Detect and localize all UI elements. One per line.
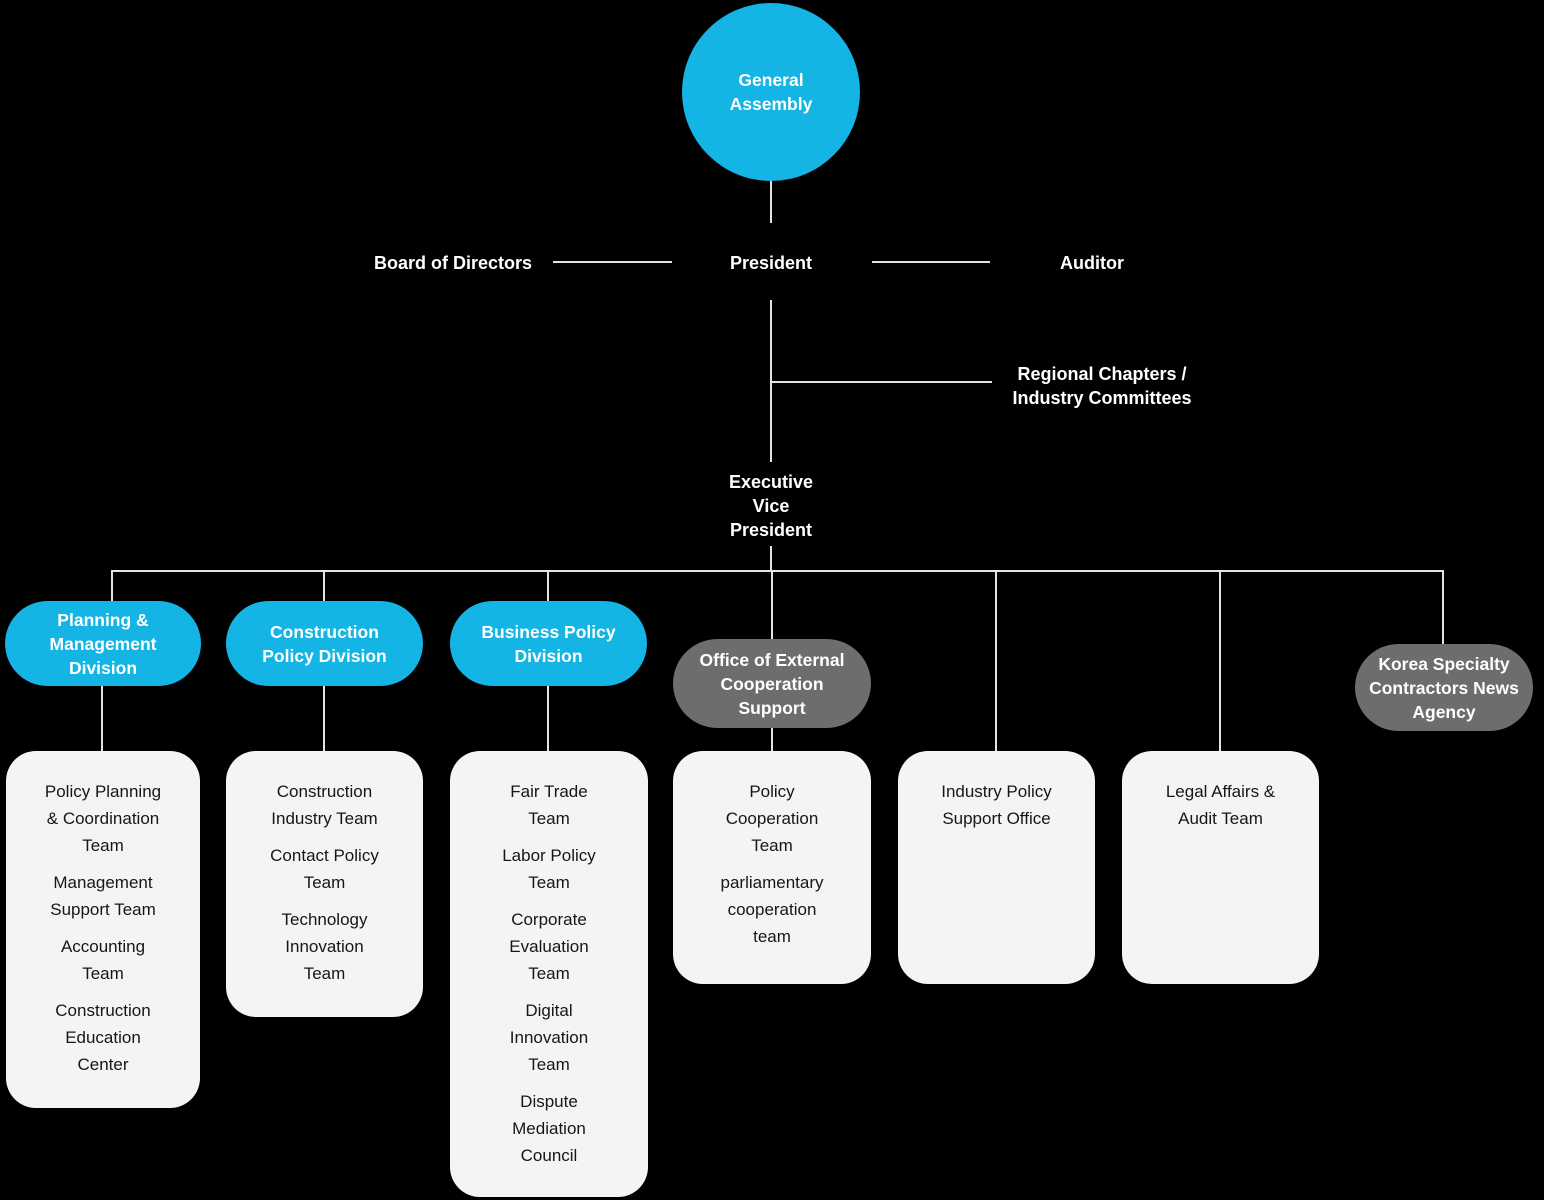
team-item: Management Support Team [50, 873, 156, 919]
pill-planning-management-division: Planning & Management Division [5, 601, 201, 686]
label-auditor: Auditor [1060, 253, 1124, 273]
pill-label: Planning & Management Division [49, 609, 157, 678]
drop-col-2 [323, 572, 325, 601]
team-item: Dispute Mediation Council [512, 1092, 586, 1165]
label-executive-vice-president: Executive Vice President [728, 472, 814, 540]
card-legal-affairs-audit-team: Legal Affairs & Audit Team [1122, 751, 1319, 984]
pill-label: Business Policy Division [481, 621, 616, 666]
drop-col-4 [771, 572, 773, 639]
card-industry-policy-support-office: Industry Policy Support Office [898, 751, 1095, 984]
team-item: parliamentary cooperation team [720, 873, 824, 946]
label-regional-chapters: Regional Chapters / Industry Committees [1012, 364, 1192, 408]
pill-office-external-cooperation: Office of External Cooperation Support [673, 639, 871, 728]
connector-assembly-president [770, 181, 772, 223]
connector-divisions-bus [111, 570, 1444, 572]
pill-construction-policy-division: Construction Policy Division [226, 601, 423, 686]
drop-col-7 [1442, 572, 1444, 644]
pill-label: Construction Policy Division [262, 621, 387, 666]
pill-label: Korea Specialty Contractors News Agency [1369, 653, 1519, 722]
drop-col-6 [1219, 572, 1221, 751]
card-business-policy-teams: Fair Trade Team Labor Policy Team Corpor… [450, 751, 648, 1197]
card-external-cooperation-teams: Policy Cooperation Team parliamentary co… [673, 751, 871, 984]
team-item: Policy Planning & Coordination Team [44, 782, 162, 855]
team-item: Digital Innovation Team [509, 1001, 589, 1074]
team-item: Industry Policy Support Office [941, 782, 1052, 828]
team-item: Accounting Team [60, 937, 146, 983]
stem-pill-card-1 [101, 686, 103, 751]
team-item: Contact Policy Team [270, 846, 379, 892]
connector-board-president [553, 261, 672, 263]
pill-business-policy-division: Business Policy Division [450, 601, 647, 686]
connector-evp-stem [770, 546, 772, 570]
drop-col-1 [111, 572, 113, 601]
card-planning-management-teams: Policy Planning & Coordination Team Mana… [6, 751, 200, 1108]
drop-col-5 [995, 572, 997, 751]
pill-korea-specialty-news-agency: Korea Specialty Contractors News Agency [1355, 644, 1533, 731]
connector-president-auditor [872, 261, 990, 263]
stem-pill-card-2 [323, 686, 325, 751]
stem-pill-card-3 [547, 686, 549, 751]
general-assembly-label: General Assembly [729, 70, 813, 114]
stem-pill-card-4 [771, 728, 773, 751]
team-item: Labor Policy Team [502, 846, 596, 892]
team-item: Policy Cooperation Team [725, 782, 819, 855]
label-board-of-directors: Board of Directors [373, 253, 533, 273]
team-item: Legal Affairs & Audit Team [1165, 782, 1276, 828]
node-general-assembly: General Assembly [682, 3, 860, 181]
team-item: Corporate Evaluation Team [509, 910, 589, 983]
team-item: Fair Trade Team [510, 782, 588, 828]
card-construction-policy-teams: Construction Industry Team Contact Polic… [226, 751, 423, 1017]
pill-label: Office of External Cooperation Support [699, 649, 845, 718]
team-item: Construction Industry Team [271, 782, 378, 828]
team-item: Technology Innovation Team [281, 910, 368, 983]
team-item: Construction Education Center [55, 1001, 151, 1074]
label-president: President [729, 253, 813, 273]
drop-col-3 [547, 572, 549, 601]
connector-regional-branch [771, 381, 992, 383]
